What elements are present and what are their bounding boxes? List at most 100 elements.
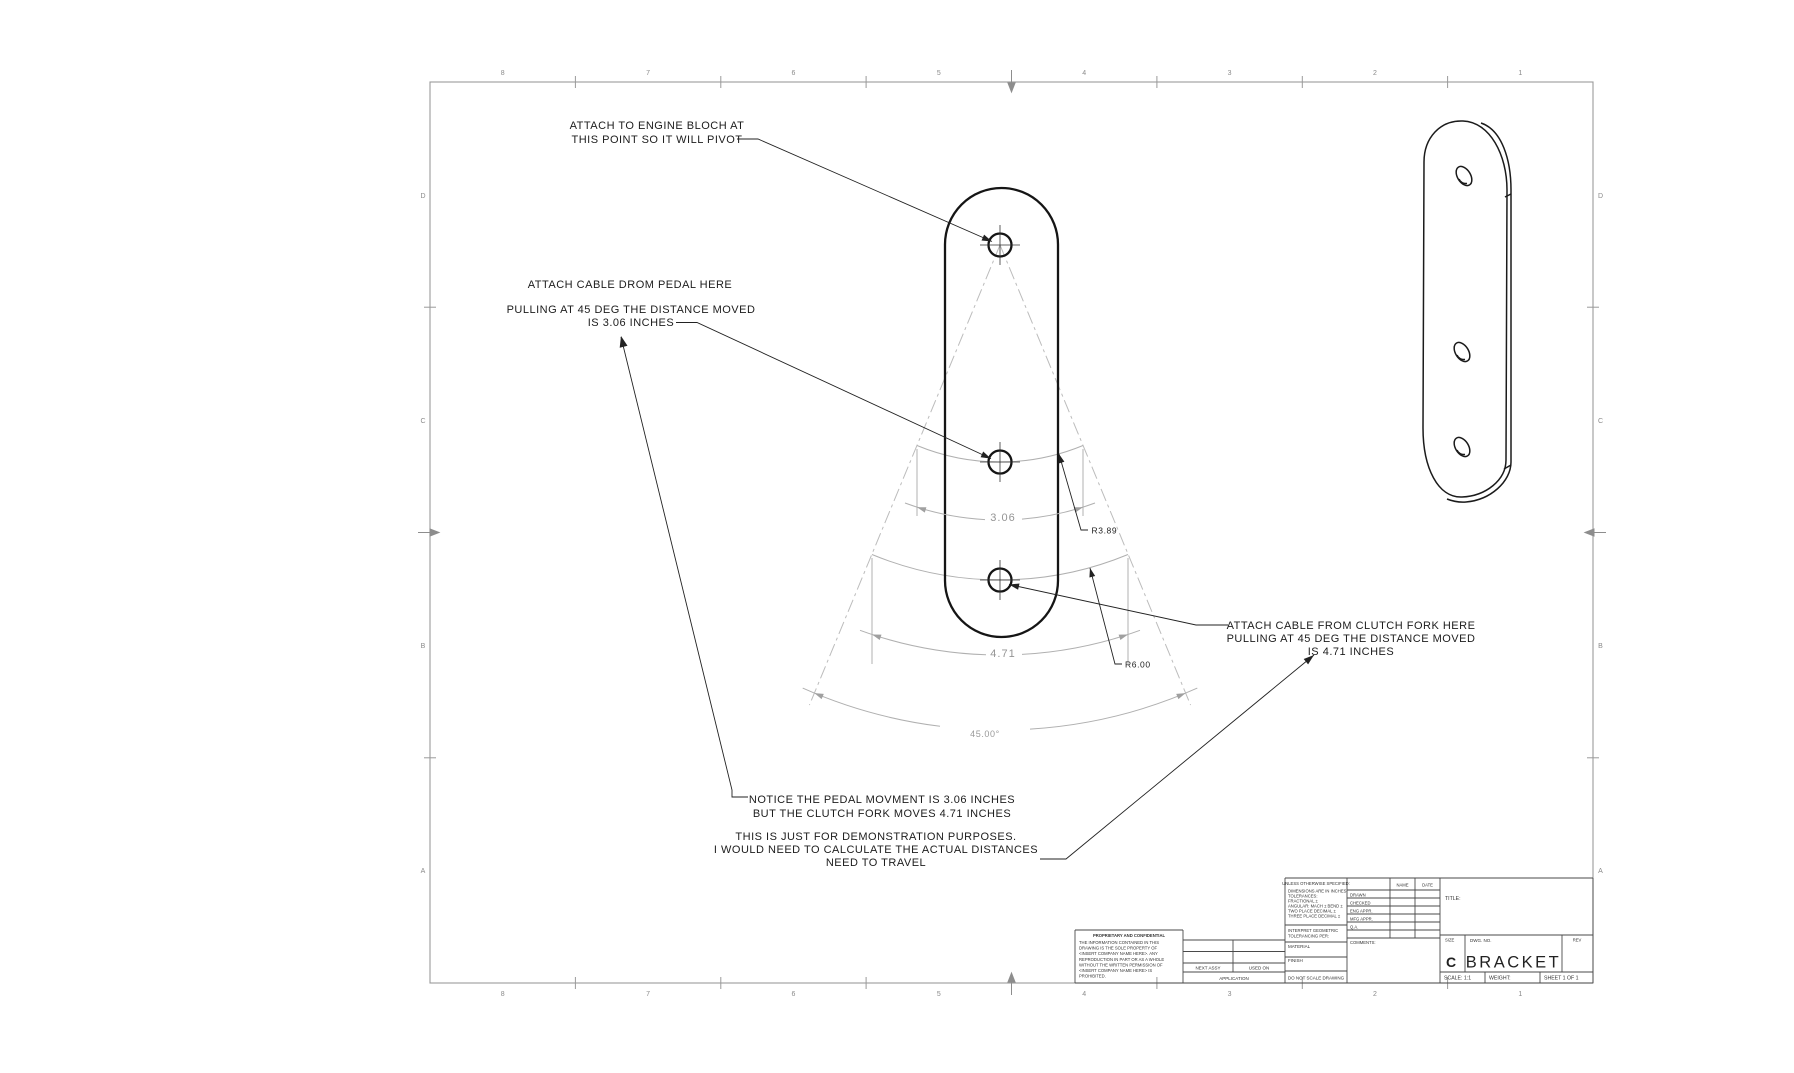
svg-text:2: 2	[1373, 991, 1377, 998]
svg-text:COMMENTS:: COMMENTS:	[1350, 940, 1376, 945]
dwg-no-label: DWG. NO.	[1470, 938, 1492, 943]
isometric-view	[1422, 120, 1512, 503]
iso-thickness-edge	[1446, 122, 1512, 503]
svg-text:IS 4.71 INCHES: IS 4.71 INCHES	[1308, 646, 1394, 658]
svg-text:B: B	[1598, 643, 1603, 650]
svg-text:ANGULAR: MACH ± BEND ±: ANGULAR: MACH ± BEND ±	[1288, 904, 1343, 909]
title-block-grid	[1074, 877, 1594, 984]
svg-text:ATTACH TO ENGINE BLOCH AT: ATTACH TO ENGINE BLOCH AT	[570, 120, 745, 132]
svg-text:5: 5	[937, 991, 941, 998]
svg-text:D: D	[1598, 193, 1603, 200]
svg-text:NEXT ASSY: NEXT ASSY	[1196, 966, 1221, 971]
radius-dimension-r389: R3.89	[1058, 453, 1118, 536]
svg-text:CHECKED: CHECKED	[1350, 901, 1370, 906]
iso-hole-bottom	[1453, 436, 1471, 458]
svg-text:TOLERANCING PER:: TOLERANCING PER:	[1288, 934, 1329, 939]
svg-text:APPLICATION: APPLICATION	[1219, 976, 1248, 981]
svg-text:NEED TO TRAVEL: NEED TO TRAVEL	[826, 857, 926, 869]
center-mark-arrows	[418, 70, 1606, 995]
weight-label: WEIGHT:	[1489, 976, 1511, 982]
dimension-4-71: 4.71	[859, 558, 1141, 664]
note-engine-block: ATTACH TO ENGINE BLOCH AT THIS POINT SO …	[570, 120, 745, 146]
sheet-border: 8 7 6 5 4 3 2 1 8 7 6 5 4 3 2 1 D C B A …	[418, 70, 1606, 998]
title-label: TITLE:	[1445, 896, 1461, 902]
svg-text:WITHOUT THE WRITTEN PERMISSION: WITHOUT THE WRITTEN PERMISSION OF	[1079, 962, 1163, 967]
svg-text:6: 6	[791, 70, 795, 77]
svg-text:4: 4	[1082, 70, 1086, 77]
svg-text:TOLERANCES:: TOLERANCES:	[1288, 894, 1317, 899]
zone-numbers-top: 8 7 6 5 4 3 2 1	[501, 70, 1523, 77]
svg-text:A: A	[421, 868, 426, 875]
radius-dimension-r600: R6.00	[1089, 567, 1151, 670]
svg-text:DRAWING IS THE SOLE PROPERTY O: DRAWING IS THE SOLE PROPERTY OF	[1079, 946, 1157, 951]
svg-text:TWO PLACE DECIMAL ±: TWO PLACE DECIMAL ±	[1288, 909, 1336, 914]
svg-text:4: 4	[1082, 991, 1086, 998]
svg-text:PROHIBITED.: PROHIBITED.	[1079, 974, 1106, 979]
svg-text:Q.A.: Q.A.	[1350, 925, 1358, 930]
dimension-3-06: 3.06	[904, 449, 1096, 524]
size-label: SIZE	[1445, 938, 1455, 943]
approvals-table: NAME DATE DRAWN CHECKED ENG APPR. MFG AP…	[1350, 883, 1433, 946]
note-leaders	[619, 138, 1315, 860]
svg-text:6: 6	[791, 991, 795, 998]
proprietary-block: PROPRIETARY AND CONFIDENTIAL THE INFORMA…	[1079, 933, 1165, 979]
svg-text:PULLING AT 45 DEG THE DISTANCE: PULLING AT 45 DEG THE DISTANCE MOVED	[507, 304, 756, 316]
svg-text:<INSERT COMPANY NAME HERE>. AN: <INSERT COMPANY NAME HERE>. ANY	[1079, 951, 1158, 956]
svg-text:REPRODUCTION IN PART OR AS A W: REPRODUCTION IN PART OR AS A WHOLE	[1079, 957, 1164, 962]
svg-text:FINISH: FINISH	[1288, 958, 1303, 963]
svg-text:A: A	[1598, 868, 1603, 875]
svg-text:8: 8	[501, 991, 505, 998]
svg-text:THREE PLACE DECIMAL ±: THREE PLACE DECIMAL ±	[1288, 914, 1341, 919]
svg-text:THIS POINT SO IT WILL PIVOT: THIS POINT SO IT WILL PIVOT	[572, 134, 743, 146]
svg-text:MFG APPR.: MFG APPR.	[1350, 917, 1373, 922]
svg-text:1: 1	[1518, 991, 1522, 998]
pivot-hole	[980, 225, 1020, 265]
dim-text-r600: R6.00	[1125, 660, 1151, 670]
tolerance-block: UNLESS OTHERWISE SPECIFIED: DIMENSIONS A…	[1282, 881, 1350, 981]
svg-text:THIS IS JUST FOR DEMONSTRATION: THIS IS JUST FOR DEMONSTRATION PURPOSES.	[735, 831, 1016, 843]
dimension-45-degrees: 45.00°	[802, 687, 1198, 739]
svg-text:ENG APPR.: ENG APPR.	[1350, 909, 1373, 914]
svg-text:ATTACH CABLE FROM CLUTCH FORK: ATTACH CABLE FROM CLUTCH FORK HERE	[1227, 620, 1476, 632]
svg-text:I WOULD NEED TO CALCULATE THE: I WOULD NEED TO CALCULATE THE ACTUAL DIS…	[714, 844, 1038, 856]
svg-text:MATERIAL: MATERIAL	[1288, 944, 1311, 949]
svg-text:DIMENSIONS ARE IN INCHES: DIMENSIONS ARE IN INCHES	[1288, 889, 1347, 894]
svg-text:USED ON: USED ON	[1249, 966, 1270, 971]
svg-text:DRAWN: DRAWN	[1350, 893, 1366, 898]
dim-text-3-06: 3.06	[990, 512, 1015, 524]
dim-text-r389: R3.89	[1092, 526, 1118, 536]
fan-centerlines	[808, 244, 1192, 706]
svg-text:C: C	[420, 418, 425, 425]
title-block: PROPRIETARY AND CONFIDENTIAL THE INFORMA…	[1074, 877, 1594, 984]
title-area: TITLE: SIZE C DWG. NO. BRACKET REV SCALE…	[1444, 896, 1582, 982]
svg-text:DO NOT SCALE DRAWING: DO NOT SCALE DRAWING	[1288, 976, 1345, 981]
svg-text:3: 3	[1228, 70, 1232, 77]
svg-text:7: 7	[646, 70, 650, 77]
svg-text:5: 5	[937, 70, 941, 77]
svg-text:PULLING AT 45 DEG THE DISTANCE: PULLING AT 45 DEG THE DISTANCE MOVED	[1227, 633, 1476, 645]
svg-text:<INSERT COMPANY NAME HERE> IS: <INSERT COMPANY NAME HERE> IS	[1079, 968, 1152, 973]
svg-text:NAME: NAME	[1396, 883, 1408, 888]
iso-face-outline	[1422, 120, 1508, 498]
sheet-label: SHEET 1 OF 1	[1544, 976, 1579, 982]
svg-text:B: B	[421, 643, 426, 650]
note-movement-comparison: NOTICE THE PEDAL MOVMENT IS 3.06 INCHES …	[749, 794, 1015, 820]
rev-label: REV	[1573, 938, 1582, 943]
drawing-title: BRACKET	[1466, 954, 1561, 972]
svg-text:THE INFORMATION CONTAINED IN T: THE INFORMATION CONTAINED IN THIS	[1079, 940, 1159, 945]
application-table: NEXT ASSY USED ON APPLICATION	[1196, 966, 1270, 982]
svg-text:DATE: DATE	[1422, 883, 1433, 888]
iso-hole-top	[1455, 165, 1473, 187]
clutch-cable-hole	[980, 560, 1020, 600]
size-value: C	[1446, 954, 1456, 970]
svg-text:7: 7	[646, 991, 650, 998]
svg-text:BUT THE CLUTCH FORK MOVES 4.71: BUT THE CLUTCH FORK MOVES 4.71 INCHES	[753, 808, 1011, 820]
svg-text:IS 3.06 INCHES: IS 3.06 INCHES	[588, 317, 674, 329]
note-clutch-cable: ATTACH CABLE FROM CLUTCH FORK HERE PULLI…	[1227, 620, 1476, 658]
svg-text:8: 8	[501, 70, 505, 77]
svg-text:2: 2	[1373, 70, 1377, 77]
note-demonstration: THIS IS JUST FOR DEMONSTRATION PURPOSES.…	[714, 831, 1038, 869]
svg-text:1: 1	[1518, 70, 1522, 77]
